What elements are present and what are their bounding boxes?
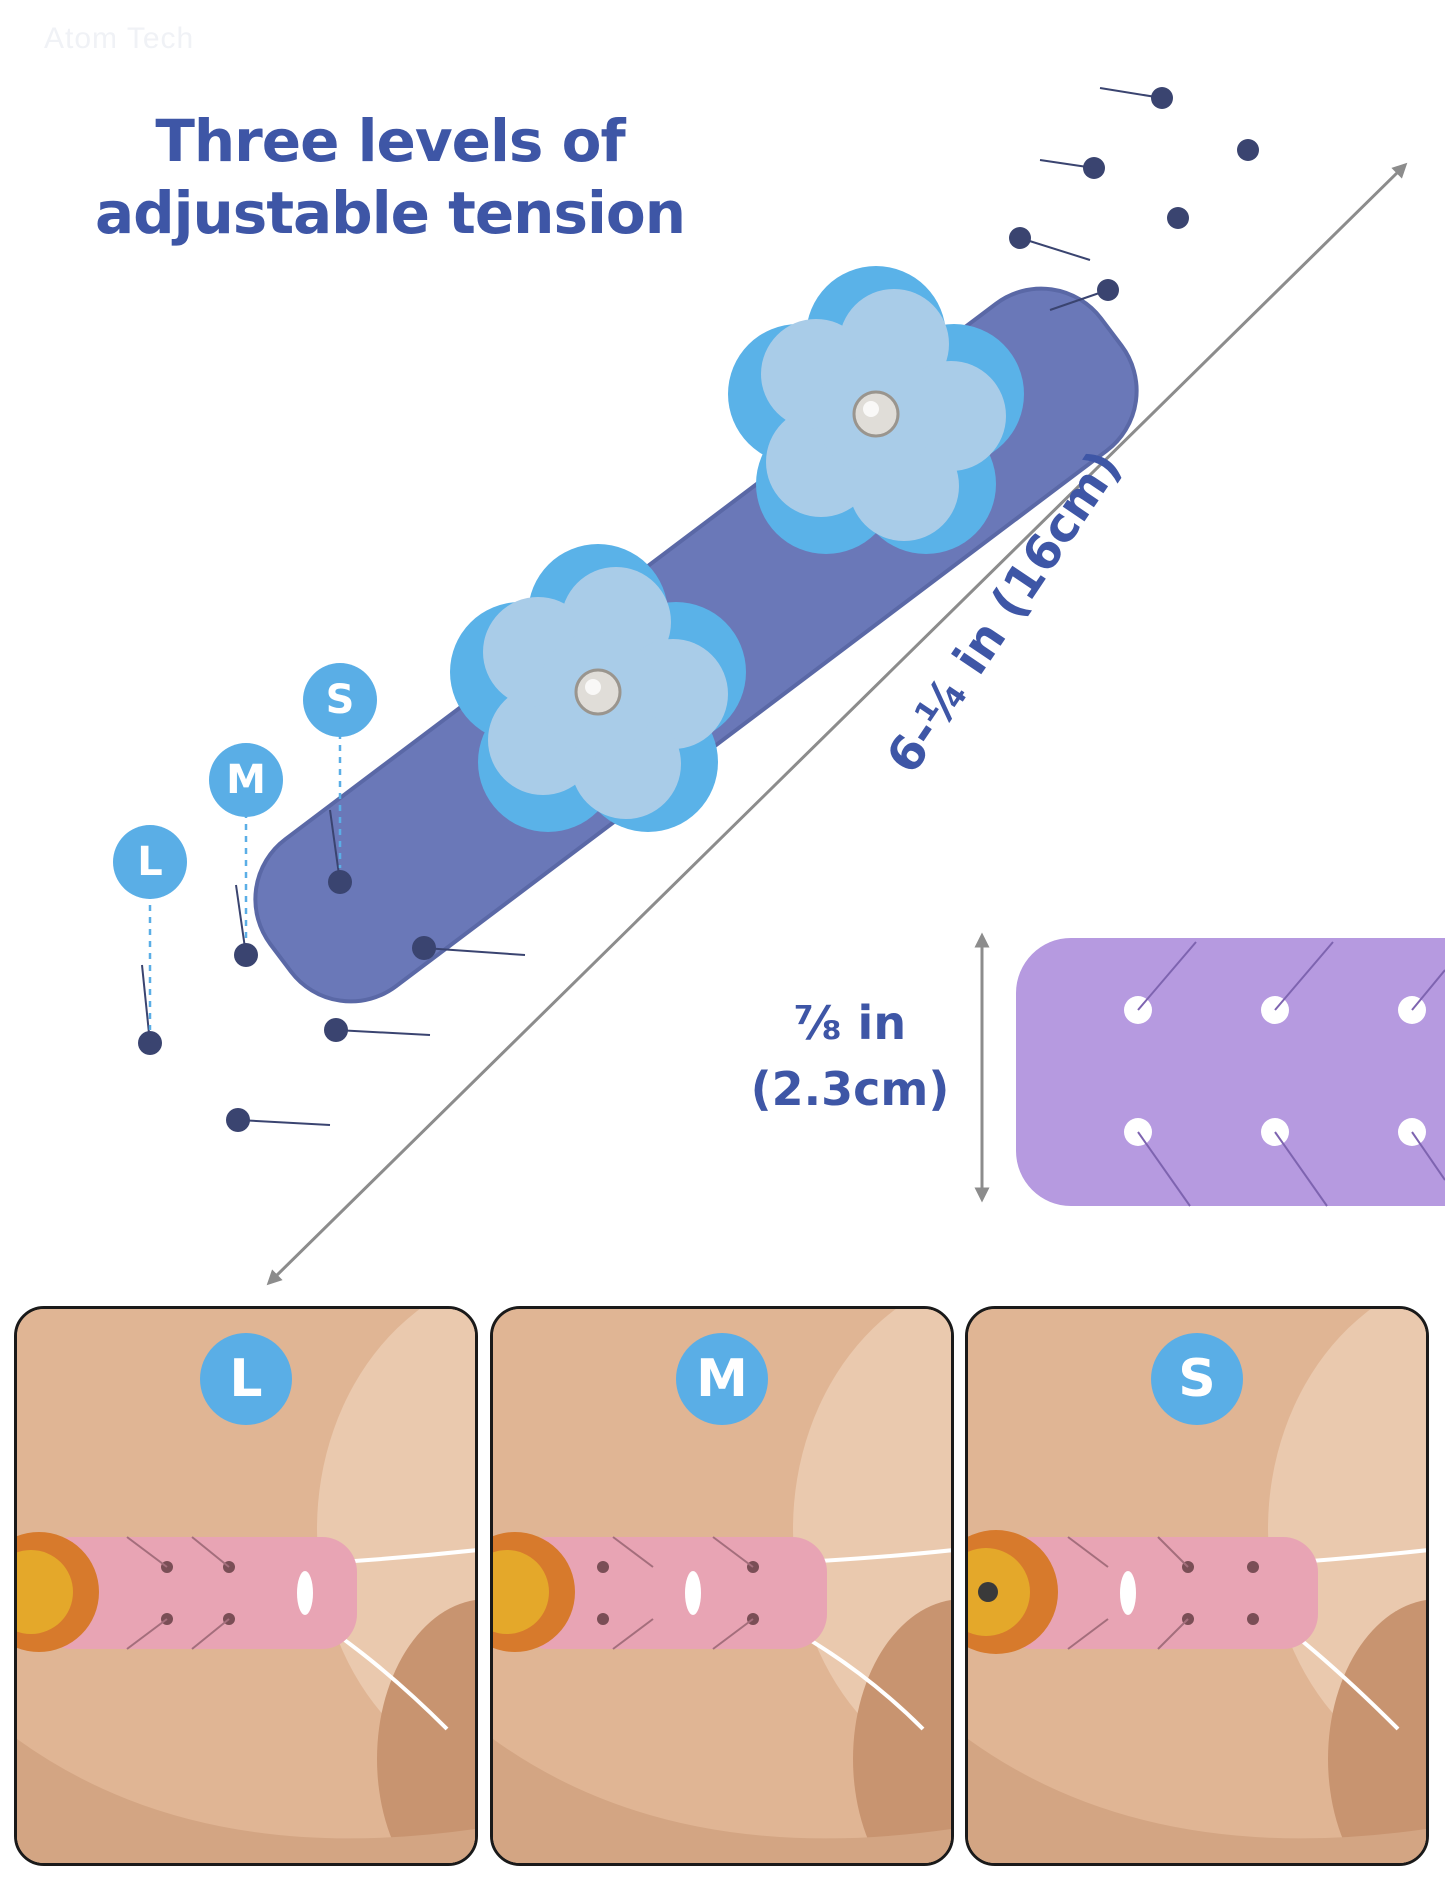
- width-label-line-1: ⅞ in: [793, 996, 907, 1050]
- panel-M: M: [490, 1306, 954, 1866]
- badge-L: L: [113, 825, 187, 899]
- badge-M: M: [209, 743, 283, 817]
- panel-L: L: [14, 1306, 478, 1866]
- panel-L-badge: L: [200, 1333, 292, 1425]
- panel-S: S: [965, 1306, 1429, 1866]
- panel-S-badge: S: [1151, 1333, 1243, 1425]
- width-detail-strap: [1016, 938, 1445, 1207]
- badge-S: S: [303, 663, 377, 737]
- strap-illustration: [138, 87, 1445, 1286]
- width-label: ⅞ in (2.3cm): [740, 990, 960, 1122]
- flower-upper: [726, 264, 1026, 556]
- width-label-line-2: (2.3cm): [750, 1062, 950, 1116]
- length-arrow: [266, 162, 1408, 1286]
- watermark: Atom Tech: [44, 22, 195, 55]
- panel-M-photo: [493, 1309, 951, 1863]
- panel-M-badge: M: [676, 1333, 768, 1425]
